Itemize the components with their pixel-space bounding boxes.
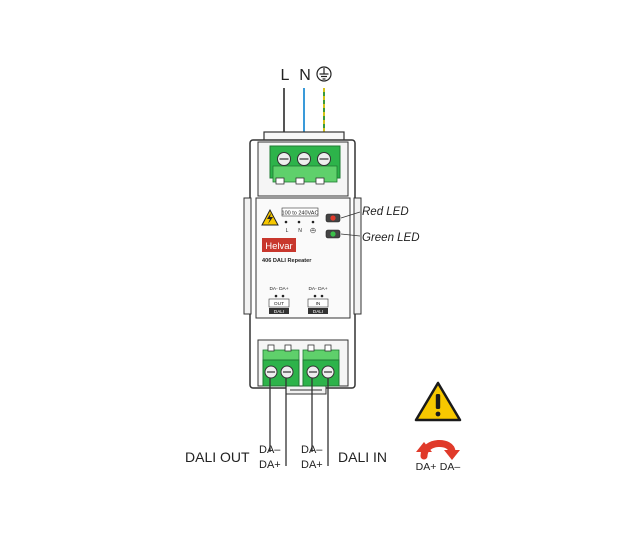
- terminal-screw-line: [277, 152, 291, 166]
- polarity-plus-label: DA+: [416, 461, 437, 473]
- red-led-leader: [340, 211, 361, 219]
- port-out-name: OUT: [274, 301, 284, 307]
- dali-in-plus-label: DA+: [301, 459, 323, 471]
- helvar-logo: [262, 238, 296, 252]
- dali-out-label: DALI OUT: [185, 449, 250, 465]
- port-out-bus: DALI: [274, 309, 284, 314]
- port-in-name: IN: [316, 301, 321, 307]
- brand-name: Helvar: [265, 241, 292, 252]
- port-out-label: DA- DA+ OUT DALI: [268, 286, 290, 314]
- dali-in-minus-label: DA–: [301, 444, 323, 456]
- electric-hazard-icon: [261, 208, 279, 226]
- port-in-bus: DALI: [313, 309, 323, 314]
- earth-ground-icon: [316, 66, 332, 82]
- terminal-screw-earth: [317, 152, 331, 166]
- polarity-swap-arrow-icon: [416, 440, 460, 460]
- red-led-label: Red LED: [362, 206, 409, 218]
- terminal-screw-out-minus: [264, 365, 278, 379]
- green-led-label: Green LED: [362, 232, 420, 244]
- terminal-screw-neutral: [297, 152, 311, 166]
- dali-out-terminal-block: [262, 344, 300, 387]
- port-out-pins: DA- DA+: [269, 286, 288, 292]
- port-in-pins: DA- DA+: [308, 286, 327, 292]
- port-in-label: DA- DA+ IN DALI: [307, 286, 329, 314]
- terminal-screw-in-minus: [306, 365, 320, 379]
- earth-mark-icon: [310, 227, 316, 234]
- green-led-indicator: [325, 229, 341, 239]
- polarity-minus-label: DA–: [440, 461, 461, 473]
- warning-triangle-icon: [414, 381, 462, 422]
- neutral-label: N: [299, 67, 311, 84]
- supply-terminal-block: [269, 145, 341, 185]
- supply-terminal-markers: [284, 220, 315, 224]
- voltage-rating-box: [281, 207, 319, 217]
- model-name: 406 DALI Repeater: [262, 258, 312, 264]
- red-led-indicator: [325, 213, 341, 223]
- green-led-leader: [340, 233, 361, 237]
- line-label: L: [281, 67, 290, 84]
- voltage-rating: 100 to 240VAC: [282, 211, 319, 217]
- terminal-letter-neutral: N: [298, 228, 302, 234]
- dali-out-minus-label: DA–: [259, 444, 281, 456]
- dali-in-terminal-block: [302, 344, 340, 387]
- dali-in-label: DALI IN: [338, 449, 387, 465]
- dali-out-plus-label: DA+: [259, 459, 281, 471]
- terminal-screw-in-plus: [321, 365, 335, 379]
- terminal-letter-line: L: [286, 228, 289, 234]
- terminal-screw-out-plus: [280, 365, 294, 379]
